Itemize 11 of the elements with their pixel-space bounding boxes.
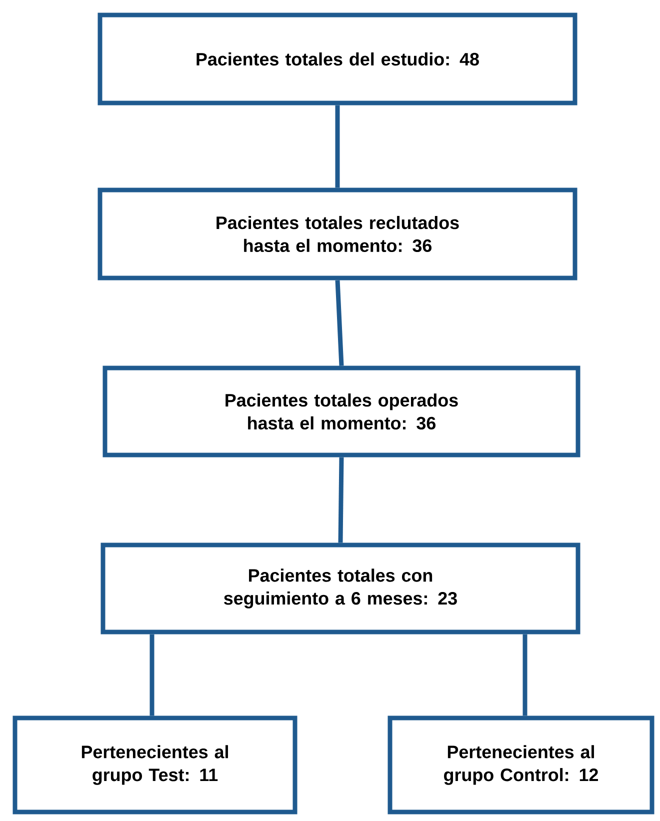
connector-line (335, 280, 344, 366)
process-box: Pertenecientes al grupo Test: 11 (12, 716, 298, 814)
process-box: Pacientes totales con seguimiento a 6 meses: 23 (100, 542, 580, 634)
connector-line (335, 105, 340, 188)
process-box: Pacientes totales operados hasta el momento: 36 (102, 366, 580, 458)
connector-line (150, 634, 154, 716)
connector-line (338, 457, 344, 543)
process-box: Pacientes totales reclutados hasta el momento: 36 (98, 188, 578, 280)
process-box: Pertenecientes al grupo Control: 12 (388, 716, 654, 814)
connector-line (522, 634, 528, 716)
process-box: Pacientes totales del estudio: 48 (98, 12, 578, 106)
